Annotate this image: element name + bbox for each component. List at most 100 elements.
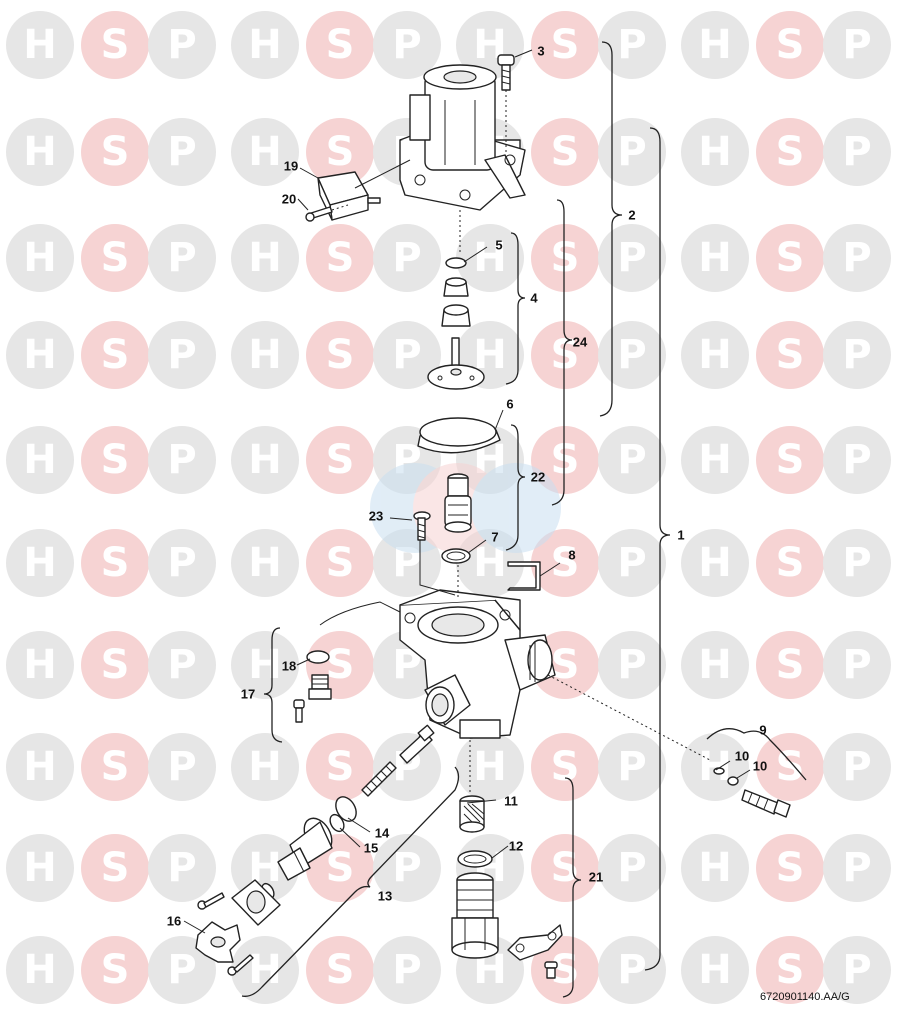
watermark-circle <box>598 733 666 801</box>
watermark-letter: S <box>326 947 355 993</box>
watermark-letter: P <box>392 235 421 281</box>
callout-20: 20 <box>282 192 296 207</box>
callout-21: 21 <box>589 870 603 885</box>
watermark-letter: S <box>551 22 580 68</box>
callout-13: 13 <box>378 889 392 904</box>
watermark-circle <box>681 11 749 79</box>
watermark-circle <box>531 11 599 79</box>
watermark-circle <box>756 631 824 699</box>
watermark-letter: S <box>326 540 355 586</box>
watermark-letter: H <box>23 332 56 378</box>
watermark-letter: P <box>617 129 646 175</box>
watermark-letter: S <box>326 744 355 790</box>
callout-4: 4 <box>530 291 538 306</box>
watermark-circle <box>598 529 666 597</box>
watermark-circle <box>306 118 374 186</box>
callout-22: 22 <box>531 470 545 485</box>
watermark-letter: S <box>101 947 130 993</box>
flange-plate <box>231 879 281 926</box>
watermark-letter: S <box>551 129 580 175</box>
watermark-letter: S <box>776 437 805 483</box>
watermark-circle <box>231 321 299 389</box>
nut-4b <box>441 304 471 327</box>
watermark-circle <box>531 118 599 186</box>
watermark-letter: H <box>248 22 281 68</box>
watermark-letter: S <box>326 129 355 175</box>
watermark-letter: S <box>776 845 805 891</box>
watermark-letter: P <box>392 332 421 378</box>
watermark-circle <box>148 733 216 801</box>
drawing-reference: 6720901140.AA/G <box>760 991 850 1003</box>
watermark-letter: S <box>101 129 130 175</box>
watermark-letter: H <box>23 22 56 68</box>
valve-cartridge <box>444 473 472 533</box>
watermark-letter: S <box>326 332 355 378</box>
watermark-letter: P <box>167 22 196 68</box>
watermark-circle <box>823 224 891 292</box>
watermark-circle <box>231 733 299 801</box>
o-ring-5 <box>445 257 467 269</box>
callout-19: 19 <box>284 159 298 174</box>
watermark-letter: H <box>698 540 731 586</box>
watermark-letter: S <box>551 642 580 688</box>
callout-15: 15 <box>364 841 378 856</box>
watermark-letter: P <box>392 22 421 68</box>
watermark-circle <box>81 834 149 902</box>
screw-17 <box>293 699 305 723</box>
callout-9: 9 <box>759 723 766 738</box>
watermark-letter: S <box>101 437 130 483</box>
watermark-letter: H <box>248 332 281 378</box>
watermark-circle <box>81 936 149 1004</box>
o-ring-7 <box>441 548 471 564</box>
clip-8 <box>507 561 561 591</box>
watermark-circle <box>531 224 599 292</box>
watermark-letter: P <box>617 332 646 378</box>
watermark-letter: P <box>842 22 871 68</box>
watermark-letter: S <box>776 540 805 586</box>
watermark-circle <box>6 631 74 699</box>
watermark-circle <box>681 834 749 902</box>
watermark-circle <box>231 529 299 597</box>
watermark-circle <box>81 118 149 186</box>
watermark-letter: H <box>23 437 56 483</box>
actuator-motor <box>399 64 526 211</box>
watermark-letter: P <box>842 332 871 378</box>
watermark-circle <box>756 426 824 494</box>
watermark-circle <box>81 321 149 389</box>
clamp-plate-21 <box>507 924 563 961</box>
watermark-letter: S <box>101 235 130 281</box>
watermark-letter: H <box>23 744 56 790</box>
watermark-circle <box>148 224 216 292</box>
watermark-letter: H <box>698 22 731 68</box>
watermark-letter: H <box>248 235 281 281</box>
watermark-letter: H <box>698 332 731 378</box>
watermark-circle <box>6 118 74 186</box>
watermark-circle <box>598 426 666 494</box>
watermark-circle <box>823 936 891 1004</box>
watermark-circle <box>81 631 149 699</box>
watermark-letter: P <box>842 235 871 281</box>
callout-5: 5 <box>495 238 502 253</box>
watermark-circle <box>531 529 599 597</box>
watermark-letter: S <box>101 744 130 790</box>
watermark-letter: S <box>101 845 130 891</box>
callout-2: 2 <box>628 208 635 223</box>
nipple-9 <box>741 789 791 818</box>
watermark-letter: P <box>842 540 871 586</box>
watermark-circle <box>148 834 216 902</box>
watermark-circle <box>231 936 299 1004</box>
watermark-letter: P <box>167 235 196 281</box>
watermark-circle <box>373 834 441 902</box>
watermark-circle <box>598 631 666 699</box>
watermark-circle <box>373 936 441 1004</box>
callout-10a: 10 <box>735 749 749 764</box>
watermark-letter: S <box>551 235 580 281</box>
watermark-circle <box>756 834 824 902</box>
watermark-circle <box>373 224 441 292</box>
spindle-plate <box>427 337 485 390</box>
watermark-letter: P <box>842 744 871 790</box>
callout-17: 17 <box>241 687 255 702</box>
watermark-letter: H <box>23 129 56 175</box>
screw-23 <box>413 511 431 541</box>
